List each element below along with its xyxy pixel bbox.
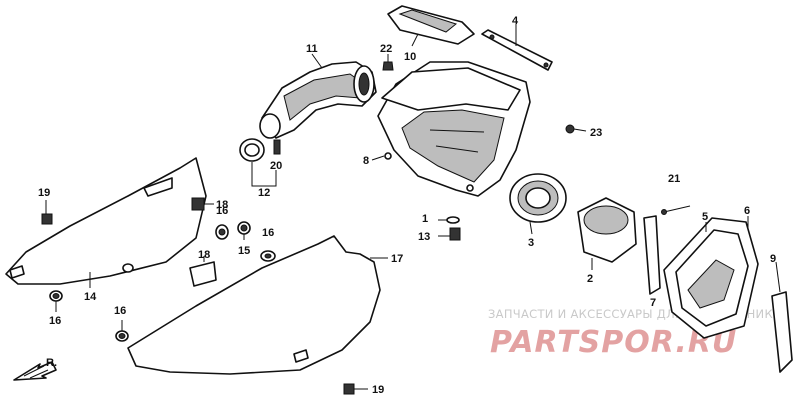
- callout-2: 2: [587, 273, 593, 285]
- part-17-right-side-cover: [127, 235, 388, 375]
- part-7-strap: [643, 215, 661, 295]
- callout-4: 4: [512, 15, 519, 27]
- callout-12: 12: [258, 187, 270, 199]
- part-2-element: [577, 197, 637, 270]
- part-8-air-cleaner-case: [371, 61, 531, 197]
- part-14-left-side-cover: [5, 157, 207, 288]
- callout-23: 23: [590, 127, 602, 139]
- callout-21: 21: [668, 173, 680, 185]
- part-15-grommet: [237, 221, 251, 240]
- callout-11: 11: [306, 43, 318, 55]
- callout-18-a: 18: [216, 199, 228, 211]
- part-4-bracket: [481, 24, 553, 71]
- part-16-grommet-c: [49, 290, 63, 312]
- callout-16-d: 16: [114, 305, 126, 317]
- callout-18-b: 18: [198, 249, 210, 261]
- callout-14: 14: [84, 291, 97, 303]
- part-1-collar: [438, 216, 460, 224]
- part-16-grommet-d: [115, 320, 129, 342]
- part-16-grommet-a: [215, 224, 229, 240]
- part-16-grommet-b: [260, 250, 276, 262]
- part-9-tube: [771, 261, 793, 373]
- callout-6: 6: [744, 205, 750, 217]
- part-23-bolt: [565, 124, 587, 134]
- part-18-plate: [189, 256, 217, 287]
- callout-5: 5: [702, 211, 708, 223]
- callout-17: 17: [391, 253, 403, 265]
- front-direction-arrow-icon: [13, 361, 57, 381]
- callout-3: 3: [528, 237, 534, 249]
- part-19-bolt-a: [41, 200, 53, 225]
- callout-16-a: 16: [216, 205, 228, 217]
- part-5-6-cover: [663, 216, 759, 339]
- callout-10: 10: [404, 51, 416, 63]
- callout-22: 22: [380, 43, 392, 55]
- callout-16-c: 16: [49, 315, 61, 327]
- part-13-clip: [438, 227, 461, 241]
- part-10-snorkel: [387, 5, 475, 47]
- callout-19-a: 19: [38, 187, 50, 199]
- callout-13: 13: [418, 231, 430, 243]
- part-21-bolt: [661, 205, 691, 215]
- callout-7: 7: [650, 297, 656, 309]
- part-22-screw: [382, 54, 394, 71]
- part-11-intake-duct: [261, 53, 377, 139]
- callout-15: 15: [238, 245, 250, 257]
- callout-19-b: 19: [372, 384, 384, 396]
- callout-16-b: 16: [262, 227, 274, 239]
- callout-9: 9: [770, 253, 776, 265]
- part-19-bolt-b: [343, 383, 368, 395]
- callout-8: 8: [363, 155, 369, 167]
- part-20-screw: [273, 139, 281, 155]
- callout-1: 1: [422, 213, 428, 225]
- part-3-element-holder: [509, 173, 567, 235]
- front-marker-label: R.: [46, 357, 57, 369]
- part-18-grommet: [191, 197, 214, 211]
- part-12-clamps: [239, 113, 281, 187]
- callout-20: 20: [270, 160, 282, 172]
